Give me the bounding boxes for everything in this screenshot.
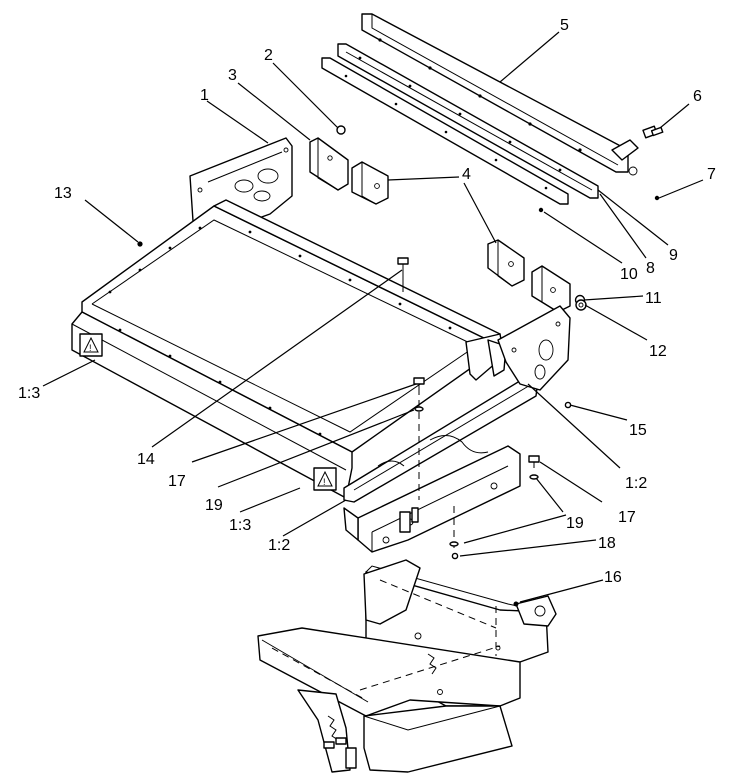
warning-decal-left [79,333,103,357]
bolt-part-14 [397,257,409,292]
bolt-part-6 [642,125,664,139]
washer-part-19-upper [414,406,424,412]
side-rail-part-1-2 [343,305,571,503]
vehicle-chassis [257,559,557,773]
warning-decal-left-symbol: ! [89,343,92,353]
callout-17-upper: 17 [168,473,186,490]
bolt-part-17-right [528,455,540,468]
lower-channel [343,435,521,553]
strip-part-8 [321,57,569,205]
callout-4: 4 [462,166,471,183]
strip-part-9 [337,43,599,199]
screw-part-13 [137,241,143,247]
top-channel-part-5 [361,13,639,176]
nut-part-18 [451,552,459,560]
callout-6: 6 [693,88,702,105]
washer-part-7 [654,195,660,201]
callout-11: 11 [645,290,662,307]
callout-1-3-left: 1:3 [18,385,40,402]
bracket-part-3 [309,137,349,191]
callout-7: 7 [707,166,716,183]
callout-19-left: 19 [205,497,223,514]
callout-15: 15 [629,422,647,439]
callout-1-2-right: 1:2 [625,475,647,492]
callout-1: 1 [200,87,209,104]
bracket-part-4-lower-a [487,239,525,287]
callout-10: 10 [620,266,638,283]
callout-8: 8 [646,260,655,277]
bolt-part-17-upper [413,377,425,390]
callout-18: 18 [598,535,616,552]
nut-part-2 [336,125,346,135]
callout-9: 9 [669,247,678,264]
bracket-part-4-lower-b [531,265,571,313]
screw-part-15 [564,401,572,409]
bracket-part-4-upper [351,161,389,205]
leader-lines [42,31,704,603]
callout-5: 5 [560,17,569,34]
callout-13: 13 [54,185,72,202]
callout-1-2-bottom: 1:2 [268,537,290,554]
chassis-centerline-1 [271,647,367,701]
callout-17-right: 17 [618,509,636,526]
callout-1-3-bottom: 1:3 [229,517,251,534]
callout-16: 16 [604,569,622,586]
chassis-centerline-4 [359,645,501,691]
washer-part-19-lower [449,541,459,547]
callout-3: 3 [228,67,237,84]
callout-labels: 1 2 3 4 5 6 7 8 9 10 11 12 13 14 15 16 1… [18,17,716,586]
callout-12: 12 [649,343,667,360]
callout-19-right: 19 [566,515,584,532]
screw-part-10 [538,207,544,213]
callout-14: 14 [137,451,155,468]
chassis-centerline-2 [379,579,497,629]
warning-decal-right [313,467,337,491]
warning-decal-right-symbol: ! [323,477,326,487]
washer-part-12 [575,299,587,311]
callout-2: 2 [264,47,273,64]
